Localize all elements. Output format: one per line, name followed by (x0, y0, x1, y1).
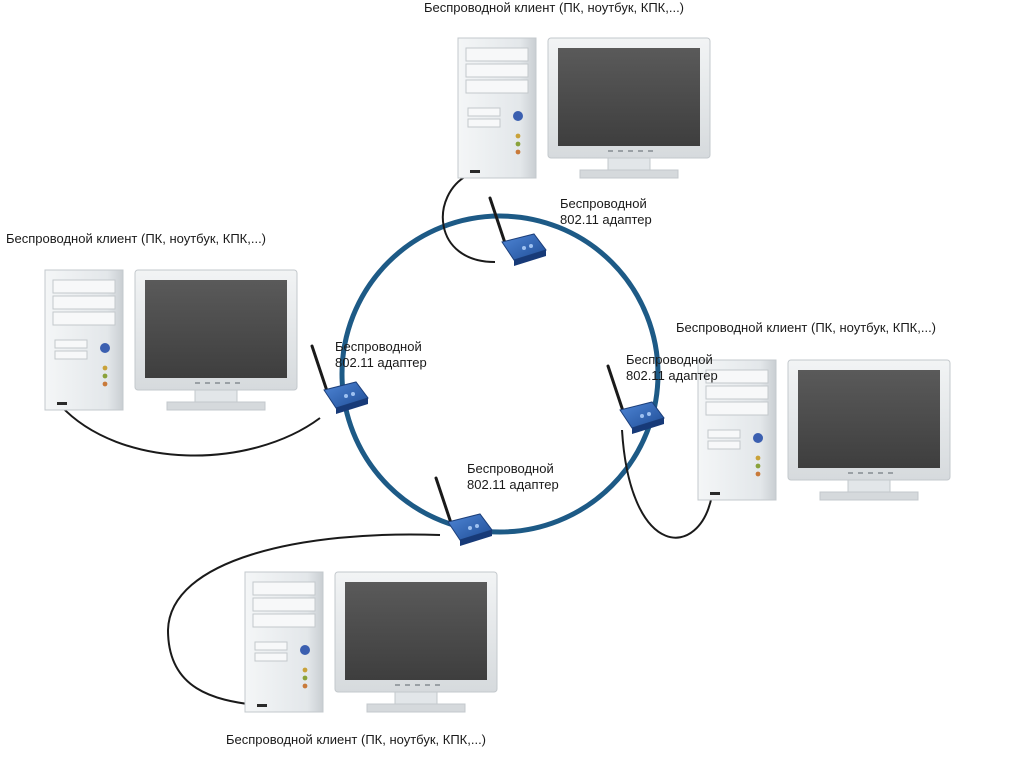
wireless-ring (339, 213, 661, 535)
computer-top (457, 37, 711, 179)
wireless-adapter-top (488, 196, 548, 268)
adapter-label-bottom-line1: Беспроводной (467, 461, 554, 476)
cable-right (621, 429, 713, 539)
client-label-left: Беспроводной клиент (ПК, ноутбук, КПК,..… (6, 231, 267, 246)
adapter-label-top-line2: 802.11 адаптер (560, 212, 652, 227)
cable-top (441, 174, 496, 263)
adapter-label-left-line2: 802.11 адаптер (335, 355, 427, 370)
computer-right (697, 359, 951, 501)
adapter-label-top: Беспроводной 802.11 адаптер (560, 196, 652, 228)
adapter-label-bottom-line2: 802.11 адаптер (467, 477, 559, 492)
adapter-label-right-line1: Беспроводной (626, 352, 713, 367)
computer-bottom (244, 571, 498, 713)
computer-left (44, 269, 298, 411)
cable-bottom (166, 533, 441, 706)
adapter-label-left: Беспроводной 802.11 адаптер (335, 339, 427, 371)
cable-left (59, 404, 321, 457)
client-label-right: Беспроводной клиент (ПК, ноутбук, КПК,..… (676, 320, 937, 335)
client-label-bottom: Беспроводной клиент (ПК, ноутбук, КПК,..… (226, 732, 487, 747)
client-label-top: Беспроводной клиент (ПК, ноутбук, КПК,..… (424, 0, 685, 15)
adapter-label-right: Беспроводной 802.11 адаптер (626, 352, 718, 384)
adapter-label-right-line2: 802.11 адаптер (626, 368, 718, 383)
adapter-label-bottom: Беспроводной 802.11 адаптер (467, 461, 559, 493)
adapter-label-left-line1: Беспроводной (335, 339, 422, 354)
adapter-label-top-line1: Беспроводной (560, 196, 647, 211)
